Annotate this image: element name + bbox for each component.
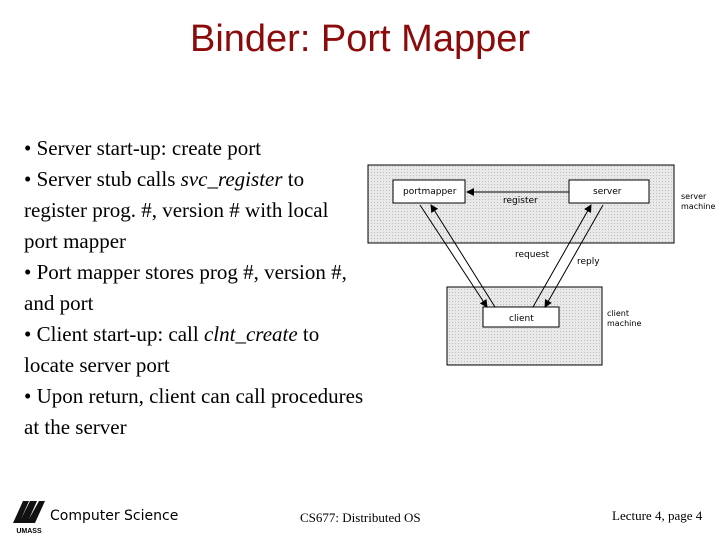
portmapper-label: portmapper bbox=[403, 187, 457, 197]
footer-department: Computer Science bbox=[50, 508, 179, 524]
bullet-item: • Port mapper stores prog #, version #, … bbox=[24, 260, 347, 315]
client-machine-label-2: machine bbox=[607, 319, 641, 328]
reply-label: reply bbox=[577, 257, 600, 267]
server-machine-label: server bbox=[681, 192, 707, 201]
umass-logo-text: UMASS bbox=[16, 528, 42, 535]
bullet-item: • Server start-up: create port bbox=[24, 136, 262, 160]
slide-title: Binder: Port Mapper bbox=[189, 18, 531, 60]
server-machine-box bbox=[367, 164, 675, 244]
svg-text:machine: machine bbox=[681, 202, 715, 211]
footer-lecture: Lecture 4, page 4 bbox=[612, 508, 703, 523]
client-box bbox=[482, 306, 560, 328]
server-machine-label-2: machine bbox=[681, 202, 715, 211]
request-label: request bbox=[515, 250, 550, 260]
svg-text:machine: machine bbox=[607, 319, 641, 328]
bullet-item: • Client start-up: call clnt_create to l… bbox=[24, 322, 320, 377]
client-label: client bbox=[509, 314, 534, 324]
client-machine-label: client bbox=[607, 309, 629, 318]
portmapper-box bbox=[392, 179, 466, 204]
bullet-item: • Server stub calls svc_register to regi… bbox=[24, 167, 329, 253]
footer-course: CS677: Distributed OS bbox=[300, 510, 421, 525]
bullet-list: • Server start-up: create port • Server … bbox=[24, 133, 364, 443]
request-arrow bbox=[430, 204, 496, 308]
port-mapper-diagram: portmapper server register client reques… bbox=[367, 164, 715, 366]
register-label: register bbox=[503, 196, 538, 206]
reply-arrow bbox=[419, 204, 488, 308]
server-label: server bbox=[593, 187, 622, 197]
server-client-arrow bbox=[544, 204, 604, 308]
umass-logo: UMASS bbox=[13, 501, 45, 535]
bullet-item: • Upon return, client can call procedure… bbox=[24, 384, 364, 439]
client-server-arrow bbox=[532, 204, 592, 308]
